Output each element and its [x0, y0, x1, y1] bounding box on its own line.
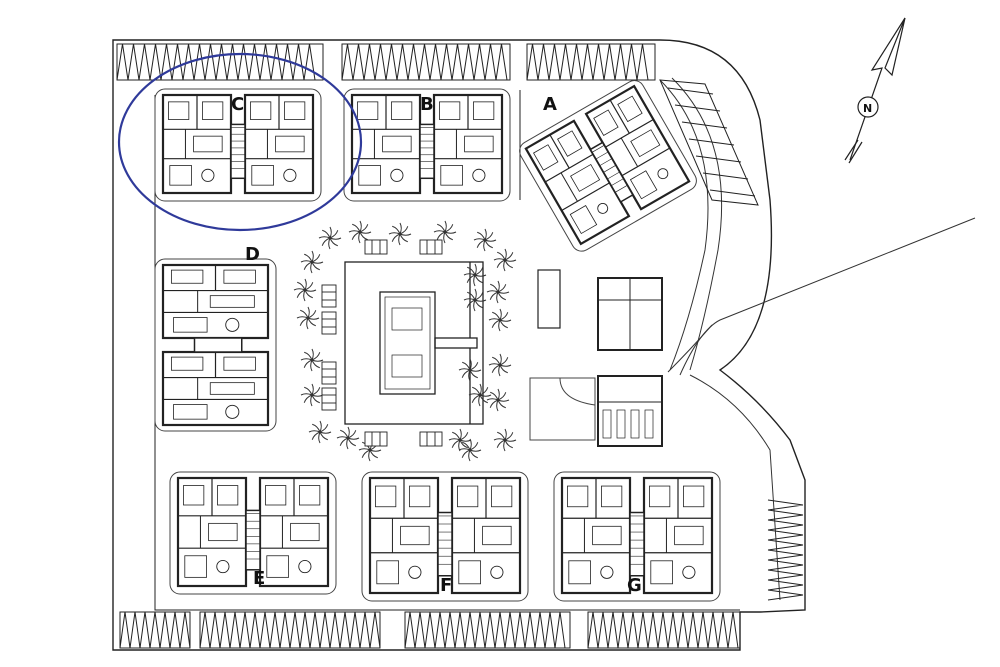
entrance-road	[659, 77, 976, 601]
north-letter: N	[863, 102, 872, 115]
block-c	[154, 88, 322, 202]
block-outline	[343, 88, 511, 202]
parking-row	[526, 43, 649, 81]
palm-tree-icon	[458, 358, 482, 382]
parking-row-outline	[404, 611, 571, 649]
bench	[364, 239, 388, 255]
palm-trees	[293, 220, 517, 462]
stair-core	[230, 123, 246, 180]
block-outline	[154, 258, 277, 432]
parking-row	[199, 611, 381, 649]
palm-tree-icon	[296, 306, 320, 330]
bench	[419, 239, 443, 255]
palm-tree-icon	[493, 428, 517, 452]
block-d	[154, 258, 277, 432]
palm-tree-icon	[293, 278, 317, 302]
parking-row	[341, 43, 508, 81]
highlight-ellipse	[117, 52, 363, 232]
north-arrow-icon: N	[844, 17, 906, 164]
block-g	[553, 471, 721, 602]
parking-row-outline	[341, 43, 511, 81]
bench	[321, 284, 337, 308]
block-outline	[553, 471, 721, 602]
parking-row-outline	[659, 79, 759, 206]
label-block-e: E	[253, 568, 265, 589]
bench	[419, 431, 443, 447]
bench	[321, 387, 337, 411]
block-outline	[169, 471, 337, 595]
stair-core	[589, 141, 634, 203]
parking-row	[587, 611, 739, 649]
parking-row	[116, 43, 316, 81]
stair-core	[419, 123, 435, 180]
block-outline	[361, 471, 529, 602]
block-outline	[154, 88, 322, 202]
stair-core	[629, 511, 645, 577]
parking-row-outline	[119, 611, 191, 649]
palm-tree-icon	[336, 426, 360, 450]
parking-bays	[116, 43, 804, 649]
palm-tree-icon	[448, 428, 472, 452]
palm-tree-icon	[433, 220, 457, 244]
label-block-b: B	[420, 94, 434, 115]
palm-tree-icon	[488, 353, 512, 377]
block-f	[361, 471, 529, 602]
palm-tree-icon	[473, 228, 497, 252]
palm-tree-icon	[318, 226, 342, 250]
palm-tree-icon	[388, 222, 412, 246]
palm-tree-icon	[458, 438, 482, 462]
palm-tree-icon	[463, 288, 487, 312]
stair-core	[245, 509, 261, 571]
parking-row-outline	[526, 43, 656, 81]
palm-tree-icon	[300, 383, 324, 407]
palm-tree-icon	[486, 280, 510, 304]
block-e	[169, 471, 337, 595]
buildings-layer	[154, 80, 721, 602]
palm-tree-icon	[300, 348, 324, 372]
parking-row	[404, 611, 566, 649]
palm-tree-icon	[493, 248, 517, 272]
block-a	[519, 80, 697, 252]
parking-row	[119, 611, 191, 649]
central-courtyard	[344, 261, 484, 425]
parking-row-outline	[587, 611, 741, 649]
parking-row-diagonal	[667, 87, 756, 197]
label-block-c: C	[231, 94, 244, 115]
stair-core	[437, 511, 453, 577]
palm-tree-icon	[308, 420, 332, 444]
label-block-f: F	[440, 575, 452, 596]
palm-tree-icon	[300, 250, 324, 274]
parking-row-outline	[116, 43, 324, 81]
parking-row-right	[767, 499, 804, 601]
pool	[537, 269, 561, 329]
service-building	[597, 375, 663, 447]
palm-tree-icon	[463, 263, 487, 287]
bench	[321, 311, 337, 335]
palm-tree-icon	[348, 220, 372, 244]
label-block-d: D	[245, 244, 260, 265]
palm-tree-icon	[468, 383, 492, 407]
ancillary-buildings	[529, 277, 663, 447]
stair-core	[193, 337, 243, 353]
palm-tree-icon	[486, 388, 510, 412]
block-b	[343, 88, 511, 202]
seating-benches	[321, 239, 443, 447]
label-block-g: G	[627, 575, 642, 596]
bench	[364, 431, 388, 447]
palm-tree-icon	[488, 308, 512, 332]
block-outline	[519, 80, 697, 252]
parking-row-outline	[199, 611, 381, 649]
bench	[321, 361, 337, 385]
label-block-a: A	[543, 94, 557, 115]
